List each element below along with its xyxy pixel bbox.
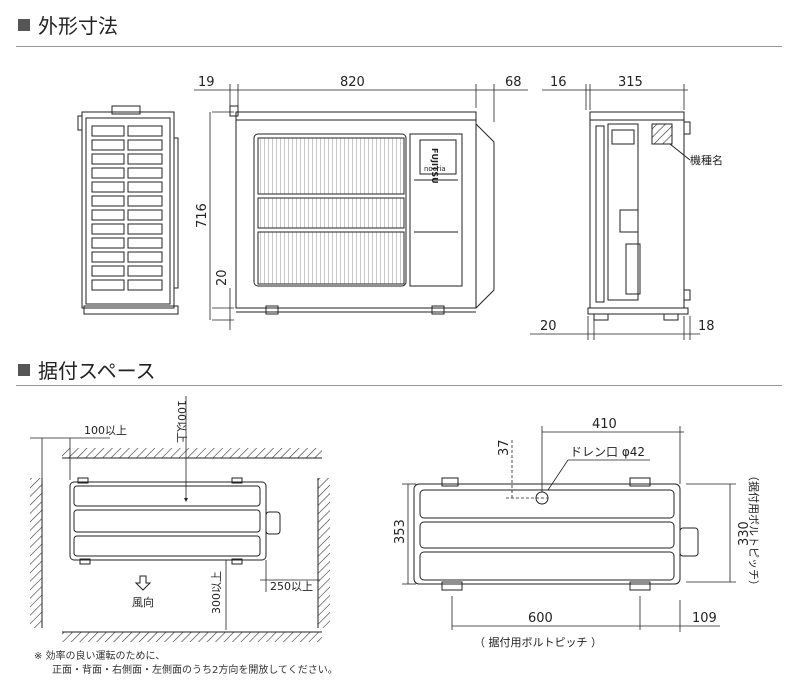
side-view	[587, 111, 691, 321]
note-line-1: ※ 効率の良い運転のために、	[34, 651, 166, 662]
dim-front-clearance: 300以上	[210, 571, 223, 614]
front-dimensions	[194, 84, 528, 330]
section-outline-heading: 外形寸法	[18, 10, 118, 39]
dim-unit-depth: 353	[393, 519, 408, 544]
space-walls	[30, 448, 330, 642]
drain-label: ドレン口 φ42	[570, 445, 645, 459]
space-divider	[16, 385, 782, 386]
bolt-plan-dimensions	[402, 426, 736, 632]
side-dimensions	[530, 84, 700, 340]
outline-title: 外形寸法	[38, 14, 118, 38]
dim-front-left-offset: 19	[198, 75, 215, 90]
model-leader-line	[669, 143, 691, 161]
space-left-dimensions	[30, 396, 320, 630]
dim-side-base-right: 18	[698, 319, 715, 334]
note-line-2: 正面・背面・右側面・左側面のうち2方向を開放してください。	[52, 665, 338, 676]
heading-bullet	[18, 363, 30, 376]
wind-direction-label: 風向	[132, 595, 154, 609]
dim-side-base-left: 20	[540, 319, 557, 334]
dim-right-offset: 109	[692, 611, 717, 626]
heading-bullet	[18, 18, 30, 31]
bolt-pitch-label-horizontal: （ 据付用ボルトピッチ ）	[474, 635, 602, 649]
dim-right-clearance: 250以上	[270, 580, 313, 593]
dim-front-right-offset: 68	[505, 75, 522, 90]
outline-divider	[16, 46, 782, 47]
dim-front-base: 20	[215, 269, 230, 286]
dim-side-depth: 315	[618, 75, 643, 90]
dim-bolt-depth: 330	[737, 521, 752, 546]
front-view	[229, 105, 495, 315]
space-unit-plan	[69, 477, 281, 565]
section-space-heading: 据付スペース	[18, 355, 156, 384]
sub-brand-logo: nocria	[424, 165, 446, 173]
dim-front-height: 716	[195, 203, 210, 228]
dim-top-clearance: 100以上	[175, 400, 188, 443]
space-title: 据付スペース	[38, 359, 156, 383]
model-plate-hatch	[651, 123, 673, 145]
dim-drain-offset: 37	[497, 439, 512, 456]
dim-drain-width: 410	[592, 417, 617, 432]
rear-view	[77, 105, 179, 315]
bolt-plan-unit	[413, 477, 699, 591]
bolt-pitch-label-vertical: （据付用ボルトピッチ）	[747, 470, 761, 591]
dim-side-left-offset: 16	[550, 75, 567, 90]
model-label: 機種名	[690, 153, 723, 167]
dim-front-width: 820	[340, 75, 365, 90]
dim-left-clearance: 100以上	[84, 424, 127, 437]
wind-arrow-icon	[134, 575, 152, 591]
dim-bolt-width: 600	[528, 611, 553, 626]
brand-logo: FUJITSU	[430, 148, 439, 184]
